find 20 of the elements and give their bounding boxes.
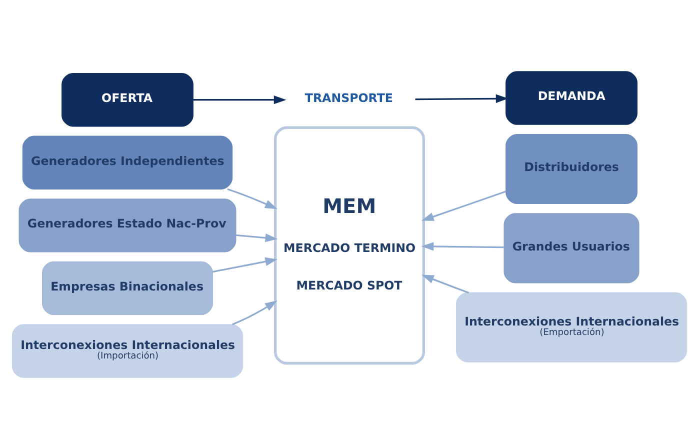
node-box: Interconexiones Internacionales (Emportación) (456, 292, 688, 362)
node-box: Generadores Estado Nac-Prov (18, 198, 236, 252)
node-box: MEM MERCADO TERMINO MERCADO SPOT (274, 126, 426, 364)
arrow (232, 300, 278, 325)
node-box: OFERTA (62, 72, 194, 126)
node-box: Interconexiones Internacionales (Importación) (12, 324, 244, 378)
node-box: Grandes Usuarios (504, 212, 640, 283)
arrow (421, 242, 504, 250)
arrow (193, 95, 286, 104)
node-box: DEMANDA (506, 70, 638, 124)
arrow (212, 256, 278, 272)
node-box: Empresas Binacionales (42, 260, 214, 315)
arrow (421, 274, 469, 293)
arrow (421, 190, 506, 220)
arrow (236, 233, 278, 242)
node-box: Generadores Independientes (22, 135, 233, 189)
arrow (415, 94, 508, 102)
node-box: Distribuidores (506, 133, 638, 204)
node-text: TRANSPORTE (304, 90, 394, 105)
arrow (227, 188, 278, 209)
